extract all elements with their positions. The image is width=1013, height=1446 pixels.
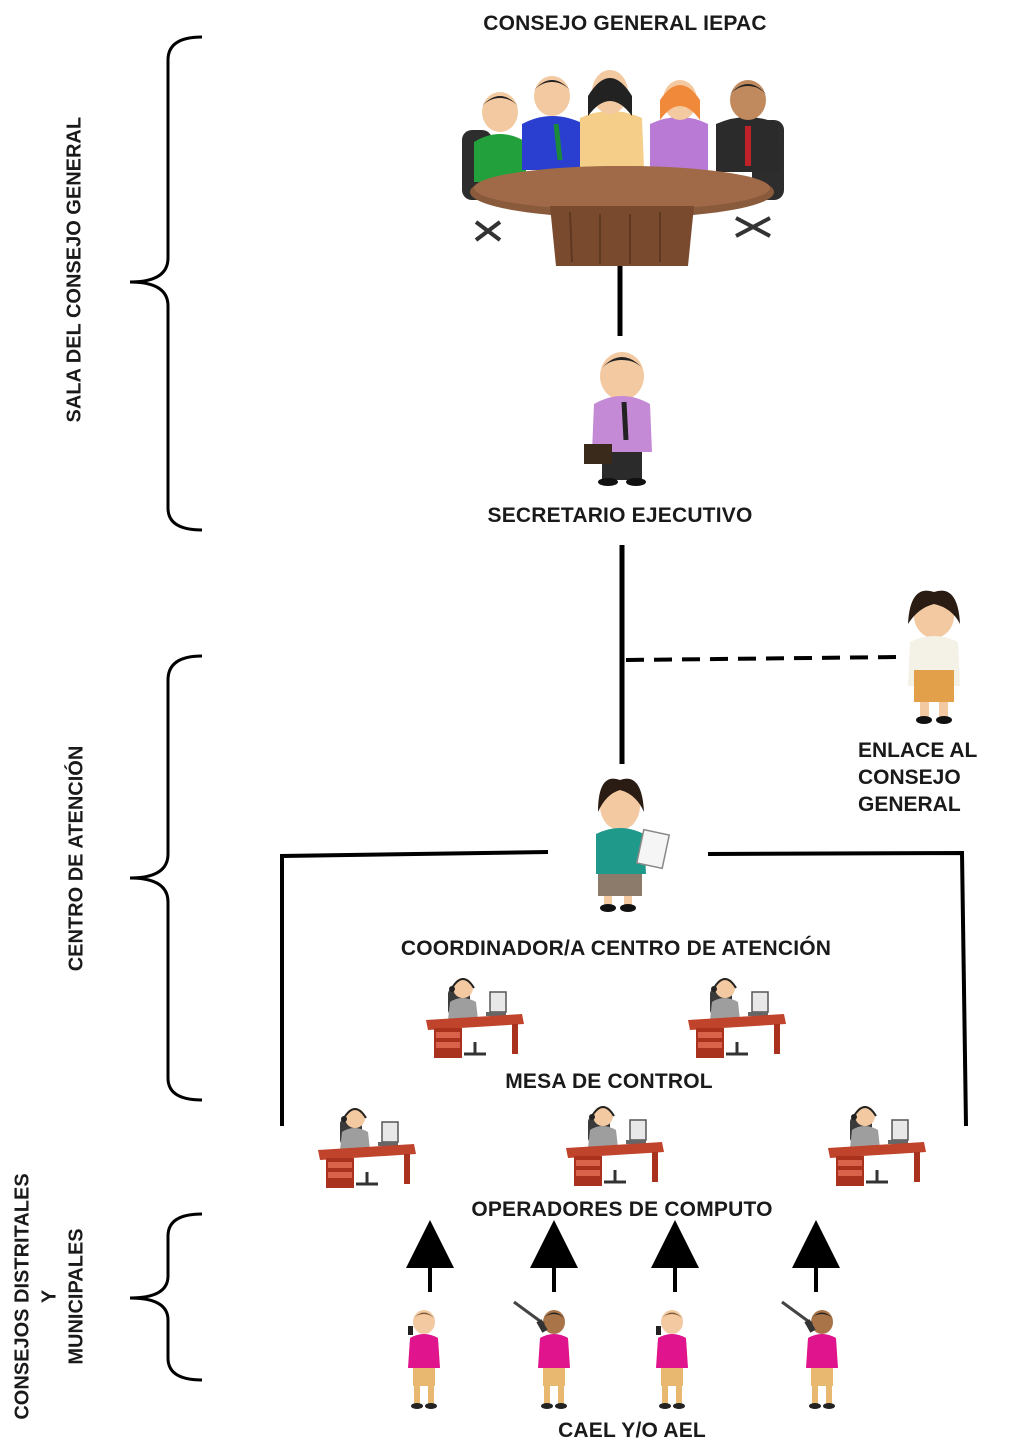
- section-consejos-line-1: CONSEJOS DISTRITALES: [11, 1173, 34, 1420]
- line-enlace-dashed: [625, 655, 901, 662]
- line-coordinator-left: [280, 850, 549, 1126]
- enlace-label-line-3: GENERAL: [858, 793, 961, 816]
- secretary-illustration: [584, 352, 652, 486]
- operator-worker-3: [826, 1104, 928, 1188]
- coordinator-illustration: [596, 778, 671, 912]
- coordinador-label: COORDINADOR/A CENTRO DE ATENCIÓN: [400, 937, 832, 960]
- council-meeting-illustration: [462, 70, 784, 266]
- cael-person-4: [780, 1300, 840, 1411]
- mesa-worker-1: [424, 976, 526, 1060]
- brace-sala: [129, 35, 203, 532]
- cael-label: CAEL Y/O AEL: [558, 1419, 706, 1442]
- cael-person-3: [656, 1310, 688, 1409]
- enlace-label-line-1: ENLACE AL: [858, 739, 978, 762]
- section-sala-label: SALA DEL CONSEJO GENERAL: [63, 116, 86, 423]
- brace-consejos: [129, 1212, 203, 1382]
- operator-worker-2: [564, 1104, 666, 1188]
- section-consejos-line-3: MUNICIPALES: [65, 1228, 88, 1365]
- section-centro-label: CENTRO DE ATENCIÓN: [65, 745, 88, 972]
- enlace-label: ENLACE AL CONSEJO GENERAL: [858, 737, 977, 818]
- enlace-illustration: [908, 590, 960, 724]
- diagram-title: CONSEJO GENERAL IEPAC: [483, 12, 767, 35]
- section-consejos-label: CONSEJOS DISTRITALES Y MUNICIPALES: [10, 1167, 91, 1427]
- cael-person-1: [408, 1310, 440, 1409]
- section-consejos-line-2: Y: [38, 1289, 61, 1304]
- operator-worker-1: [316, 1106, 418, 1190]
- operadores-label: OPERADORES DE COMPUTO: [471, 1198, 773, 1221]
- secretario-label: SECRETARIO EJECUTIVO: [487, 504, 753, 527]
- mesa-label: MESA DE CONTROL: [505, 1070, 713, 1093]
- brace-centro: [129, 654, 203, 1102]
- enlace-label-line-2: CONSEJO: [858, 766, 961, 789]
- mesa-worker-2: [686, 976, 788, 1060]
- line-coordinator-right: [707, 850, 968, 1127]
- cael-person-2: [512, 1300, 572, 1411]
